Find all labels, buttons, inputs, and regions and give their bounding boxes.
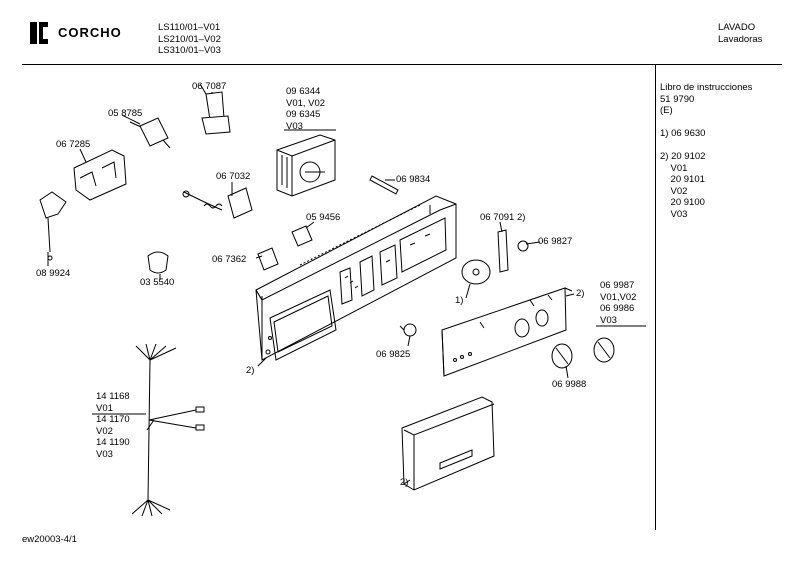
wire-harness-drawing [92, 343, 205, 517]
connector-drawing [73, 149, 127, 201]
part-label-line: V01, V02 [286, 97, 326, 109]
sidebar-line: 20 9100 [660, 197, 705, 208]
door-switch-drawing [199, 83, 231, 135]
sidebar-line: (E) [660, 105, 673, 116]
capacitor-drawing [129, 117, 171, 149]
part-label-line: 14 1170 [96, 414, 130, 425]
sidebar-line: V01 [660, 162, 688, 174]
note-marker: 2) [576, 288, 585, 299]
sensor-drawing [369, 175, 399, 195]
model-line: LS310/01–V03 [158, 45, 221, 56]
sidebar-divider [655, 64, 656, 530]
part-label-line: 14 1168 [96, 391, 130, 402]
sidebar-line: 51 9790 [660, 93, 695, 105]
category-line: LAVADO [718, 22, 756, 33]
sidebar-line: V03 [660, 208, 688, 220]
sidebar-notes: Libro de instrucciones 51 9790 (E) 1) 06… [660, 82, 752, 220]
part-label-line: V03 [286, 120, 303, 132]
part-label-block: 14 1168 V01 14 1170 V02 14 1190 V03 [96, 391, 130, 460]
brand-name: CORCHO [58, 25, 122, 40]
lever-drawing [497, 229, 509, 273]
part-label-block: 06 9987 V01,V02 06 9986 V03 [600, 280, 636, 326]
part-label-line: 09 6345 [286, 109, 321, 120]
part-label-block: 09 6344 V01, V02 09 6345 V03 [286, 86, 325, 132]
knob-drawing [399, 323, 417, 337]
part-label: 06 9825 [376, 349, 411, 360]
sidebar-line: 1) 06 9630 [660, 128, 706, 139]
timer-drawing [276, 134, 336, 197]
clip-drawing [147, 251, 169, 274]
cap-drawing [517, 240, 529, 252]
part-label-line: 14 1190 [96, 437, 130, 448]
model-list: LS110/01–V01 LS210/01–V02 LS310/01–V03 [158, 22, 221, 57]
sidebar-line: Libro de instrucciones [660, 82, 753, 93]
note-marker: 1) [455, 295, 464, 306]
rotary-knob-drawing [551, 337, 615, 369]
part-label: 06 7091 2) [480, 212, 526, 223]
drawer-drawing [401, 396, 495, 491]
part-label-line: V03 [96, 448, 113, 460]
category-label: LAVADO Lavadoras [718, 22, 762, 45]
encoder-plate-drawing [461, 259, 491, 285]
sidebar-line: 2) 20 9102 [660, 151, 706, 162]
thermostat-drawing [182, 187, 253, 219]
potentiometer-drawing [257, 247, 279, 271]
part-label: 06 7087 [192, 81, 227, 92]
part-label: 06 9988 [552, 379, 587, 390]
part-label-line: 06 9986 [600, 303, 635, 314]
plug-drawing [39, 191, 67, 261]
part-label-line: V03 [600, 314, 617, 326]
part-label-line: 09 6344 [286, 86, 321, 97]
part-label-line: 06 9987 [600, 280, 635, 291]
part-label: 06 7362 [212, 254, 247, 265]
header-divider [22, 64, 782, 65]
control-panel-drawing [255, 195, 457, 361]
sidebar-line: 20 9101 [660, 174, 705, 185]
note-marker: 2) [246, 365, 255, 376]
document-code: ew20003-4/1 [22, 534, 77, 545]
model-line: LS110/01–V01 [158, 22, 221, 33]
part-label: 06 9834 [396, 174, 431, 185]
part-label: 08 9924 [36, 268, 71, 279]
leader-lines [47, 92, 646, 485]
front-trim-drawing [441, 287, 573, 377]
part-label: 05 8785 [108, 108, 143, 119]
category-line: Lavadoras [718, 33, 763, 45]
part-label: 06 7285 [56, 139, 91, 150]
note-marker: 2) [400, 477, 409, 488]
selector-switch-drawing [291, 225, 313, 247]
part-label-line: V01,V02 [600, 291, 637, 303]
model-line: LS210/01–V02 [158, 33, 221, 45]
sidebar-line: V02 [660, 185, 688, 197]
brand-logo-icon [30, 22, 48, 44]
part-label: 06 7032 [216, 171, 251, 182]
part-label-line: V02 [96, 425, 113, 437]
part-label: 05 9456 [306, 212, 341, 223]
part-label-line: V01 [96, 402, 113, 414]
part-label: 03 5540 [140, 277, 175, 288]
part-label: 06 9827 [538, 236, 573, 247]
